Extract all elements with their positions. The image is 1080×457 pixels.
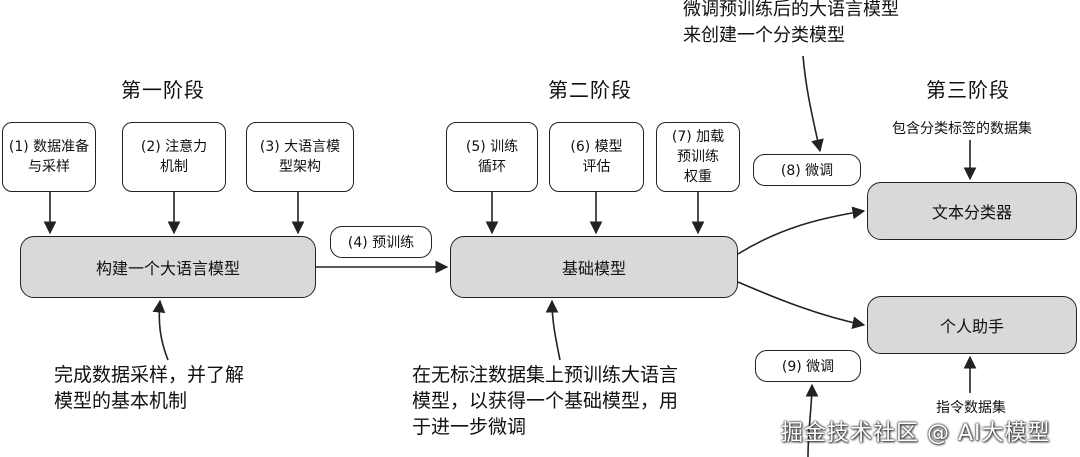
stage-2-note: 在无标注数据集上预训练大语言 模型，以获得一个基础模型，用 于进一步微调 (412, 364, 679, 438)
stage-2-title: 第二阶段 (548, 78, 632, 102)
step-1-data-prep: (1) 数据准备 与采样 (2, 122, 96, 192)
arrow-to-assistant (737, 281, 866, 329)
arrow-bottom (805, 383, 819, 457)
step-5-training-loop: (5) 训练 循环 (446, 122, 538, 192)
step-2-attention: (2) 注意力 机制 (122, 122, 226, 192)
arrow-stage1-note (152, 299, 169, 361)
text-classifier-box: 文本分类器 (867, 182, 1077, 240)
foundation-model-box: 基础模型 (450, 236, 738, 298)
watermark-text: 掘金技术社区 @ AI大模型 (781, 421, 1051, 446)
finetune-note: 微调预训练后的大语言模型 来创建一个分类模型 (683, 0, 899, 46)
build-llm-box: 构建一个大语言模型 (20, 236, 316, 298)
step-6-evaluation: (6) 模型 评估 (549, 122, 644, 192)
step-8-finetune: (8) 微调 (753, 154, 861, 186)
arrow-to-classifier (737, 206, 866, 255)
stage-1-note: 完成数据采样，并了解 模型的基本机制 (54, 364, 245, 412)
step-7-load-weights: (7) 加载 预训练 权重 (656, 122, 740, 192)
arrow-top-note (802, 55, 824, 153)
instruction-dataset-label: 指令数据集 (936, 400, 1006, 416)
step-9-finetune: (9) 微调 (755, 350, 861, 382)
arrow-stage2-note (545, 299, 561, 361)
step-3-architecture: (3) 大语言模 型架构 (246, 122, 354, 192)
personal-assistant-box: 个人助手 (867, 296, 1077, 354)
step-4-pretrain: (4) 预训练 (330, 226, 432, 258)
stage-1-title: 第一阶段 (121, 78, 205, 102)
labeled-dataset-label: 包含分类标签的数据集 (892, 121, 1032, 137)
stage-3-title: 第三阶段 (926, 78, 1010, 102)
